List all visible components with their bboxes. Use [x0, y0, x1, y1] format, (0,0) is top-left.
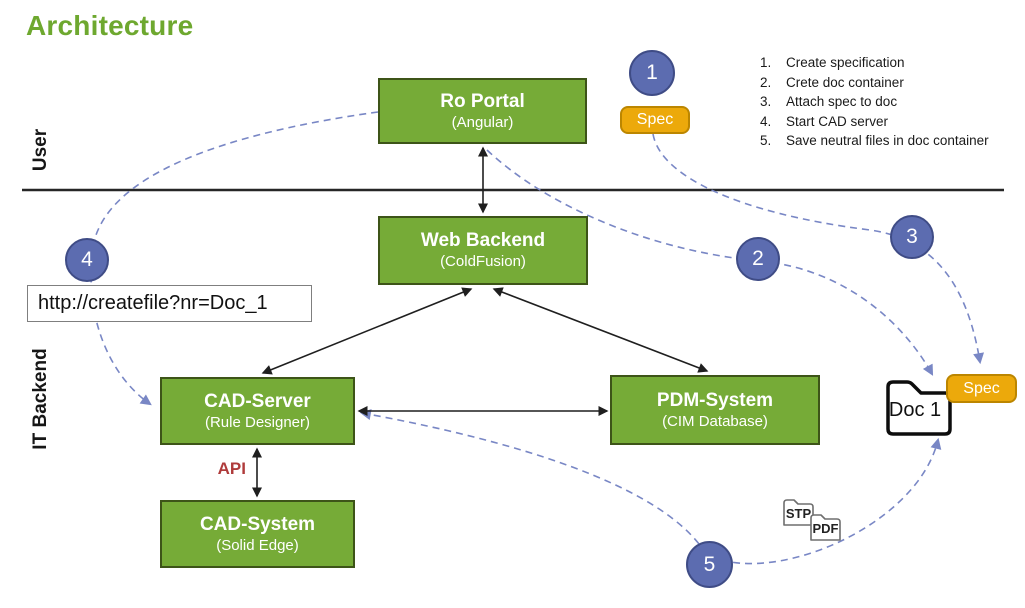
stp-file-icon: [783, 499, 814, 526]
box-cad-system-title: CAD-System: [199, 513, 316, 535]
step-label: Start CAD server: [786, 113, 889, 129]
box-cad-server-subtitle: (Rule Designer): [204, 413, 311, 431]
step-number: 2.: [760, 74, 772, 90]
pdf-file-label: PDF: [812, 521, 839, 536]
pdf-file-icon: [810, 514, 841, 541]
box-web-backend-title: Web Backend: [420, 230, 546, 252]
flow-save-neutral-files: [359, 409, 942, 565]
step-marker-5: 5: [686, 541, 733, 588]
steps-list-item: 3. Attach spec to doc: [760, 92, 1020, 112]
box-cad-server: CAD-Server (Rule Designer): [160, 377, 355, 445]
arrow-webbackend-cadserver: [261, 287, 473, 375]
box-web-backend-subtitle: (ColdFusion): [440, 253, 526, 270]
api-label: API: [217, 459, 246, 478]
step-number: 3.: [760, 94, 772, 109]
spec-badge-doc: Spec: [946, 374, 1017, 403]
box-web-backend: Web Backend (ColdFusion): [378, 216, 588, 285]
box-ro-portal-subtitle: (Angular): [451, 113, 514, 131]
page-title: Architecture: [26, 10, 194, 41]
step-marker-1: 1: [629, 50, 675, 96]
step-number: 4.: [760, 113, 772, 129]
stp-file-label: STP: [785, 506, 812, 521]
box-pdm-system-subtitle: (CIM Database): [662, 412, 768, 430]
steps-list-item: 2. Crete doc container: [760, 73, 1020, 93]
box-cad-server-title: CAD-Server: [204, 390, 311, 412]
box-pdm-system-title: PDM-System: [656, 389, 774, 411]
lane-label-it-backend: IT Backend: [30, 348, 51, 450]
spec-badge-user: Spec: [620, 106, 690, 134]
step-number: 5.: [760, 133, 772, 148]
step-label: Crete doc container: [786, 74, 904, 90]
step-label: Attach spec to doc: [786, 94, 898, 109]
step-marker-4: 4: [65, 238, 109, 282]
box-ro-portal: Ro Portal (Angular): [378, 78, 587, 144]
steps-list-item: 5. Save neutral files in doc container: [760, 131, 1020, 151]
step-label: Create specification: [786, 55, 905, 70]
box-ro-portal-title: Ro Portal: [440, 90, 525, 112]
arrow-webbackend-pdmsystem: [492, 287, 709, 373]
step-label: Save neutral files in doc container: [786, 133, 989, 148]
steps-list: 1. Create specification 2. Crete doc con…: [760, 53, 1020, 151]
lane-label-user: User: [30, 128, 51, 172]
step-marker-2: 2: [736, 237, 780, 281]
box-pdm-system: PDM-System (CIM Database): [610, 375, 820, 445]
step-number: 1.: [760, 55, 772, 70]
steps-list-item: 1. Create specification: [760, 53, 1020, 73]
box-cad-system: CAD-System (Solid Edge): [160, 500, 355, 568]
step-marker-3: 3: [890, 215, 934, 259]
flow-start-cad-server: [90, 111, 379, 406]
create-file-url: http://createfile?nr=Doc_1: [27, 285, 312, 322]
box-cad-system-subtitle: (Solid Edge): [216, 536, 299, 554]
doc-folder-label: Doc 1: [888, 399, 942, 421]
steps-list-item: 4. Start CAD server: [760, 112, 1020, 132]
